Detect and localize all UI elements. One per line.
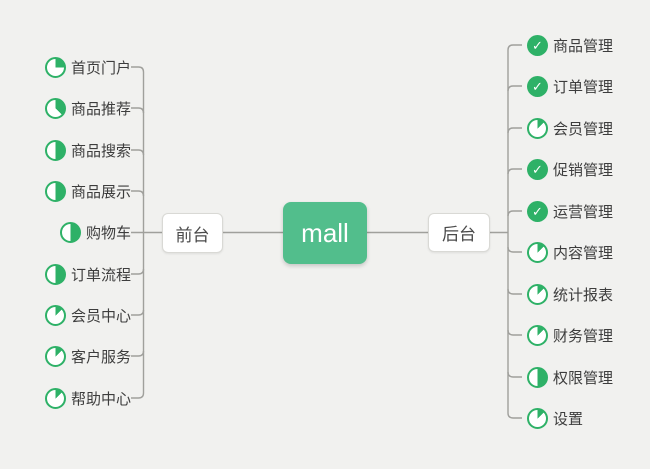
topic-item-right-9[interactable]: 设置 [527, 407, 583, 429]
topic-item-left-7[interactable]: 客户服务 [44, 345, 131, 367]
topic-item-right-0[interactable]: ✓ 商品管理 [527, 34, 613, 56]
topic-item-left-3[interactable]: 商品展示 [44, 180, 131, 202]
pie-progress-icon [527, 407, 548, 429]
topic-item-right-7[interactable]: 财务管理 [527, 324, 613, 346]
topic-label: 会员中心 [70, 307, 131, 325]
topic-label: 设置 [553, 410, 584, 428]
topic-item-left-1[interactable]: 商品推荐 [44, 97, 131, 119]
topic-label: 商品管理 [553, 37, 614, 55]
pie-progress-icon [44, 56, 66, 78]
topic-item-left-6[interactable]: 会员中心 [44, 304, 131, 326]
topic-item-left-4[interactable]: 购物车 [59, 221, 131, 243]
topic-item-left-0[interactable]: 首页门户 [44, 56, 131, 78]
topic-label: 会员管理 [553, 120, 614, 138]
topic-label: 权限管理 [553, 369, 614, 387]
topic-item-right-4[interactable]: ✓ 运营管理 [527, 200, 613, 222]
pie-progress-icon [44, 387, 66, 409]
topic-item-left-5[interactable]: 订单流程 [44, 263, 131, 285]
check-icon: ✓ [527, 34, 548, 56]
topic-item-right-2[interactable]: 会员管理 [527, 117, 613, 139]
topic-label: 订单流程 [70, 266, 131, 284]
topic-label: 客户服务 [70, 348, 131, 366]
pie-progress-icon [527, 117, 548, 139]
topic-label: 统计报表 [553, 286, 614, 304]
topic-item-right-5[interactable]: 内容管理 [527, 241, 613, 263]
check-icon: ✓ [527, 200, 548, 222]
branch-node-backend[interactable]: 后台 [428, 213, 490, 252]
topic-item-right-3[interactable]: ✓ 促销管理 [527, 158, 613, 180]
pie-progress-icon [527, 324, 548, 346]
topic-label: 财务管理 [553, 327, 614, 345]
pie-progress-icon [44, 180, 66, 202]
topic-label: 促销管理 [553, 161, 614, 179]
root-node-mall[interactable]: mall [283, 202, 367, 264]
check-icon: ✓ [527, 158, 548, 180]
topic-item-right-6[interactable]: 统计报表 [527, 283, 613, 305]
branch-node-frontend[interactable]: 前台 [162, 213, 223, 253]
pie-progress-icon [527, 366, 548, 388]
pie-progress-icon [59, 221, 81, 243]
topic-label: 内容管理 [553, 244, 614, 262]
pie-progress-icon [44, 345, 66, 367]
pie-progress-icon [44, 139, 66, 161]
topic-item-left-8[interactable]: 帮助中心 [44, 387, 131, 409]
topic-label: 购物车 [85, 224, 131, 242]
topic-label: 帮助中心 [70, 390, 131, 408]
pie-progress-icon [44, 304, 66, 326]
pie-progress-icon [44, 263, 66, 285]
topic-item-right-8[interactable]: 权限管理 [527, 366, 613, 388]
topic-label: 订单管理 [553, 78, 614, 96]
topic-label: 商品展示 [70, 183, 131, 201]
pie-progress-icon [44, 97, 66, 119]
topic-label: 运营管理 [553, 203, 614, 221]
check-icon: ✓ [527, 75, 548, 97]
topic-item-left-2[interactable]: 商品搜索 [44, 139, 131, 161]
topic-item-right-1[interactable]: ✓ 订单管理 [527, 75, 613, 97]
pie-progress-icon [527, 283, 548, 305]
pie-progress-icon [527, 241, 548, 263]
topic-label: 商品搜索 [70, 142, 131, 160]
topic-label: 商品推荐 [70, 100, 131, 118]
topic-label: 首页门户 [70, 59, 131, 77]
